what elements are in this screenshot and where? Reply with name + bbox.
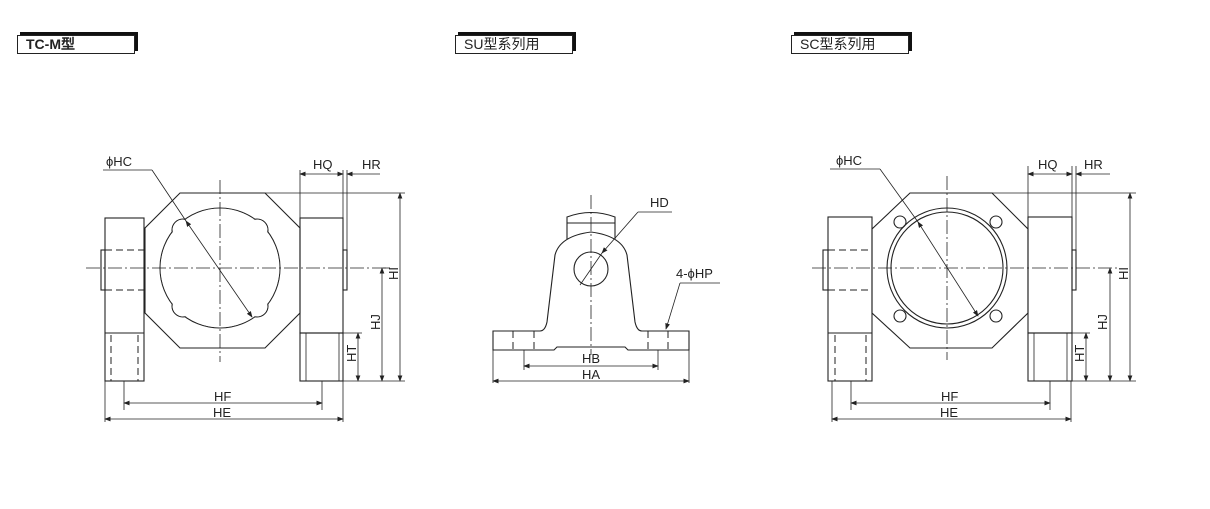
- pedestal-outline: [492, 231, 690, 351]
- label-hf: HF: [941, 389, 958, 404]
- bolt-hole: [989, 215, 1003, 229]
- sc-drawing: ϕHC HQ HR HI HJ HT HF HE: [812, 153, 1136, 422]
- label-hj: HJ: [1095, 314, 1110, 330]
- label-ht: HT: [1072, 345, 1087, 362]
- bolt-hole: [989, 309, 1003, 323]
- right-trunnion: [1027, 216, 1073, 334]
- left-trunnion: [104, 217, 145, 382]
- label-ha: HA: [582, 367, 600, 382]
- left-trunnion: [827, 216, 873, 382]
- tc-m-drawing: ϕHC HQ HR HI HJ HT HF HE: [86, 154, 405, 422]
- body-outline: [144, 192, 301, 349]
- label-he: HE: [213, 405, 231, 420]
- label-ht: HT: [344, 345, 359, 362]
- label-hd: HD: [650, 195, 669, 210]
- label-hc: ϕHC: [836, 153, 862, 168]
- label-hi: HI: [1116, 267, 1131, 280]
- body-outline: [871, 192, 1029, 349]
- bolt-hole: [893, 309, 907, 323]
- label-hr: HR: [1084, 157, 1103, 172]
- label-hq: HQ: [313, 157, 333, 172]
- title-su-series: SU型系列用: [455, 35, 573, 54]
- label-hq: HQ: [1038, 157, 1058, 172]
- title-sc-series: SC型系列用: [791, 35, 909, 54]
- label-hi: HI: [386, 267, 401, 280]
- su-drawing: HD 4-ϕHP HB HA: [492, 195, 720, 384]
- title-tc-m: TC-M型: [17, 35, 135, 54]
- right-trunnion: [299, 217, 344, 334]
- label-hc: ϕHC: [106, 154, 132, 169]
- label-hb: HB: [582, 351, 600, 366]
- label-hp: 4-ϕHP: [676, 266, 713, 281]
- label-hj: HJ: [368, 314, 383, 330]
- label-he: HE: [940, 405, 958, 420]
- label-hr: HR: [362, 157, 381, 172]
- label-hf: HF: [214, 389, 231, 404]
- bolt-hole: [893, 215, 907, 229]
